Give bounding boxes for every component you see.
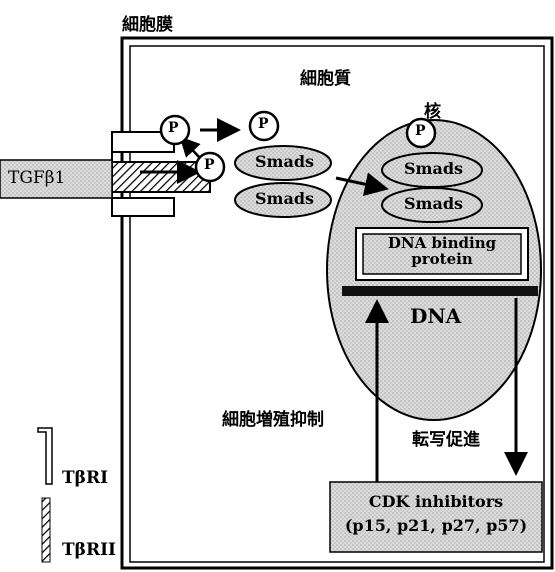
membrane-label: 細胞膜 [122, 10, 173, 35]
dna-binding-label: DNA binding protein [363, 235, 521, 267]
legend-tbrii-icon [42, 498, 50, 562]
cytoplasm-label: 細胞質 [300, 64, 351, 89]
p-transfer-arrow [183, 140, 200, 158]
legend-tbrii-label: TβRII [62, 540, 116, 560]
smads-label-nuc-1: Smads [404, 159, 463, 178]
phosphate-label-2: P [204, 157, 215, 173]
legend-tbri-label: TβRI [62, 468, 108, 488]
dna-binding-line1: DNA binding [363, 235, 521, 251]
proliferation-label: 細胞増殖抑制 [222, 405, 324, 430]
phosphate-label-3: P [258, 116, 269, 132]
dna-binding-line2: protein [363, 251, 521, 267]
cdk-line1: CDK inhibitors [330, 490, 542, 514]
dna-label: DNA [410, 304, 461, 328]
phosphate-label-1: P [168, 120, 179, 136]
smads-label-cyto-1: Smads [255, 152, 314, 171]
ligand-label: TGFβ1 [8, 168, 65, 188]
nucleus-label: 核 [424, 97, 441, 122]
phosphate-label-4: P [415, 123, 426, 139]
cdk-line2: (p15, p21, p27, p57) [330, 514, 542, 538]
receptor-complex [112, 132, 210, 216]
transcription-label: 転写促進 [412, 425, 480, 450]
cdk-label: CDK inhibitors (p15, p21, p27, p57) [330, 490, 542, 538]
dna-bar [342, 286, 538, 296]
smads-label-cyto-2: Smads [255, 189, 314, 208]
legend-tbri-icon [38, 428, 52, 484]
receptor-tbri-bottom [112, 198, 174, 216]
smads-label-nuc-2: Smads [404, 194, 463, 213]
